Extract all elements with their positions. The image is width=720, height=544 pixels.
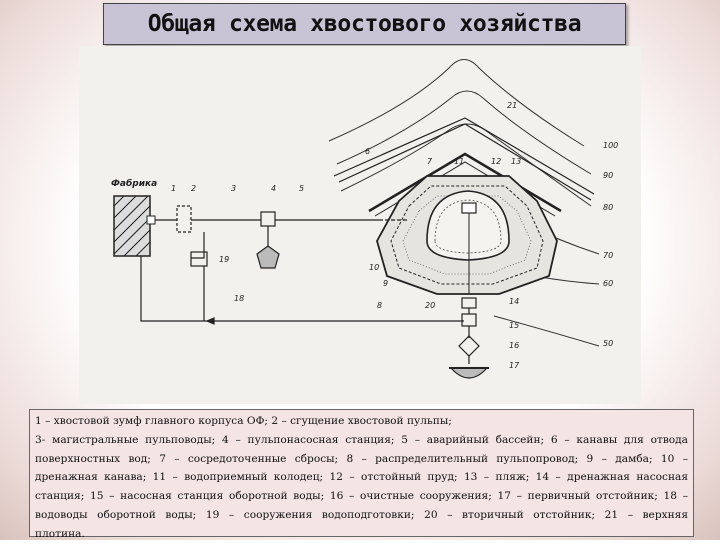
tailings-scheme-diagram: Фабрика 1 2 3 4 5 6 7 8 9 10 11 12 13 14… — [79, 46, 641, 404]
legend-line: дренажная канава; 11 – водоприемный коло… — [35, 471, 688, 484]
legend-line: станция; 15 – насосная станция оборотной… — [35, 490, 688, 503]
callout-labels: 1 2 3 4 5 6 7 8 9 10 11 12 13 14 15 16 1… — [171, 101, 618, 370]
svg-text:19: 19 — [219, 255, 229, 264]
svg-text:14: 14 — [509, 297, 519, 306]
svg-text:13: 13 — [511, 157, 521, 166]
svg-text:3: 3 — [231, 184, 236, 193]
svg-text:11: 11 — [454, 157, 464, 166]
svg-text:4: 4 — [271, 184, 276, 193]
svg-text:5: 5 — [299, 184, 304, 193]
intake-well — [461, 202, 477, 214]
svg-text:18: 18 — [234, 294, 244, 303]
svg-text:12: 12 — [491, 157, 501, 166]
svg-text:1: 1 — [171, 184, 176, 193]
pipelines — [140, 205, 489, 379]
settling-pond — [426, 190, 510, 294]
legend-line: плотина. — [35, 527, 85, 540]
factory-label: Фабрика — [111, 178, 157, 189]
contour-line-90 — [336, 90, 592, 175]
svg-text:20: 20 — [425, 301, 435, 310]
svg-text:100: 100 — [603, 141, 618, 150]
contour-line-50 — [493, 315, 600, 347]
page-title: Общая схема хвостового хозяйства — [147, 11, 582, 37]
legend-line: 1 – хвостовой зумф главного корпуса ОФ; … — [35, 415, 452, 427]
svg-text:60: 60 — [603, 279, 613, 288]
surface-water-ditches — [333, 117, 595, 201]
svg-text:80: 80 — [603, 203, 613, 212]
svg-text:10: 10 — [369, 263, 379, 272]
svg-text:7: 7 — [427, 157, 433, 166]
diagram-svg: Фабрика 1 2 3 4 5 6 7 8 9 10 11 12 13 14… — [111, 59, 618, 379]
svg-text:15: 15 — [509, 321, 519, 330]
svg-text:70: 70 — [603, 251, 613, 260]
svg-text:8: 8 — [377, 301, 382, 310]
title-box: Общая схема хвостового хозяйства — [103, 3, 626, 45]
svg-text:50: 50 — [603, 339, 613, 348]
svg-text:2: 2 — [191, 184, 196, 193]
contour-line-100 — [328, 59, 585, 147]
svg-text:21: 21 — [507, 101, 517, 110]
legend-line: 3- магистральные пульповоды; 4 – пульпон… — [35, 433, 688, 446]
svg-text:17: 17 — [509, 361, 520, 370]
svg-text:6: 6 — [365, 147, 370, 156]
svg-text:90: 90 — [603, 171, 613, 180]
legend-line: поверхностных вод; 7 – сосредоточенные с… — [35, 452, 688, 465]
legend-caption: 1 – хвостовой зумф главного корпуса ОФ; … — [29, 409, 694, 540]
svg-text:9: 9 — [383, 279, 388, 288]
legend-line: водоводы оборотной воды; 19 – сооружения… — [35, 508, 688, 521]
svg-text:16: 16 — [509, 341, 519, 350]
factory — [113, 195, 156, 257]
